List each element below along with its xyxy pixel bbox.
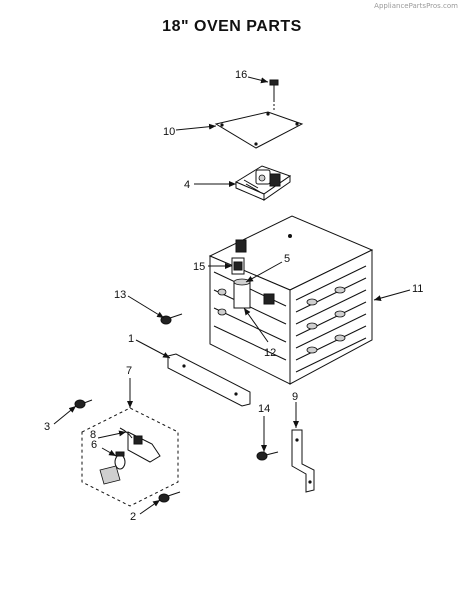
callout-4[interactable]: 4: [184, 179, 190, 191]
callout-10[interactable]: 10: [163, 126, 175, 138]
site-watermark: AppliancePartsPros.com: [374, 2, 458, 10]
part-10-mounting-plate[interactable]: [214, 111, 304, 149]
part-9-hinge-bracket[interactable]: [291, 429, 315, 493]
callout-13[interactable]: 13: [114, 289, 126, 301]
callout-5[interactable]: 5: [284, 253, 290, 265]
part-16-screw[interactable]: [269, 79, 279, 110]
part-1-bracket[interactable]: [167, 353, 251, 407]
callout-11[interactable]: 11: [412, 283, 423, 295]
callout-7[interactable]: 7: [126, 365, 132, 377]
callout-12[interactable]: 12: [264, 347, 276, 359]
part-13-screw[interactable]: [160, 313, 183, 325]
callout-6[interactable]: 6: [91, 439, 97, 451]
callout-1[interactable]: 1: [128, 333, 134, 345]
callout-16[interactable]: 16: [235, 69, 247, 81]
part-8-lamp-socket[interactable]: [119, 427, 161, 463]
callout-9[interactable]: 9: [292, 391, 298, 403]
callout-15[interactable]: 15: [193, 261, 205, 273]
callout-3[interactable]: 3: [44, 421, 50, 433]
callout-labels: 16 10 4 15 5 13 11 12 1 7 3 8 6 14 9 2: [44, 69, 423, 523]
part-3-screw[interactable]: [74, 399, 93, 409]
part-2-screw[interactable]: [158, 491, 181, 503]
lamp-lens[interactable]: [99, 465, 121, 485]
callout-2[interactable]: 2: [130, 511, 136, 523]
part-4-control-assembly[interactable]: [234, 165, 292, 201]
part-14-screw[interactable]: [256, 451, 279, 461]
part-5-sensor[interactable]: [231, 257, 245, 275]
callout-14[interactable]: 14: [258, 403, 270, 415]
part-6-lamp-bulb[interactable]: [114, 451, 126, 470]
part-12-fan-motor[interactable]: [233, 278, 275, 309]
callout-8[interactable]: 8: [90, 429, 96, 441]
leader-lines: [53, 76, 411, 515]
page-title: 18" OVEN PARTS: [162, 18, 302, 35]
part-7-lamp-kit[interactable]: [81, 407, 179, 507]
part-11-oven-cavity[interactable]: [208, 215, 374, 385]
